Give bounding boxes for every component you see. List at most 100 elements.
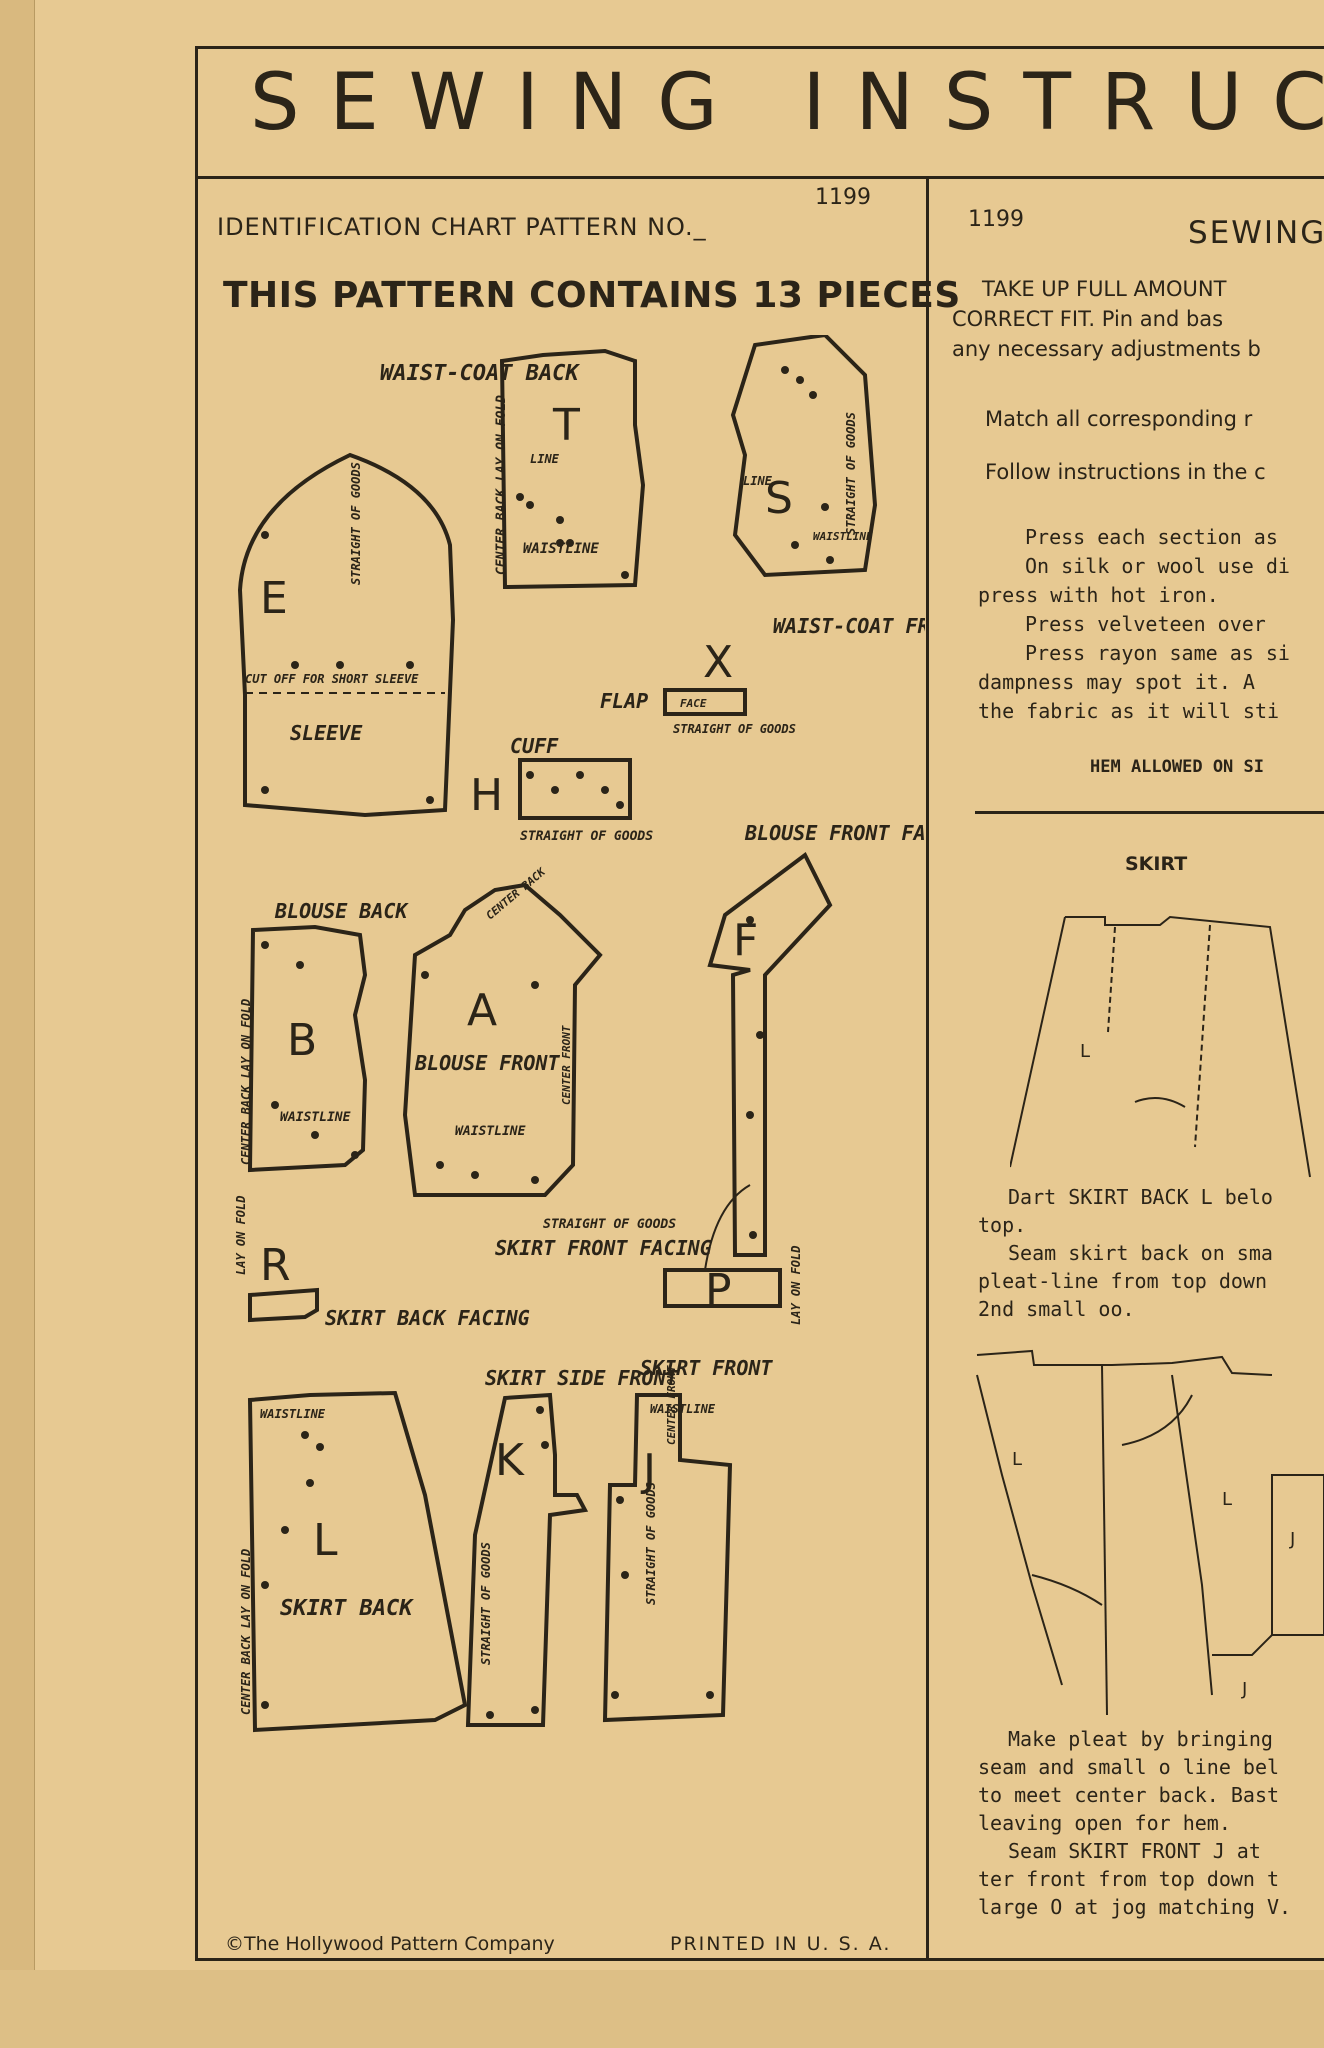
match-line: Match all corresponding r — [985, 407, 1253, 431]
piece-name: SLEEVE — [290, 721, 363, 745]
pleat-line: ter front from top down t — [978, 1867, 1280, 1891]
piece-name: CUFF — [510, 734, 559, 758]
skirt-section-heading: SKIRT — [1125, 853, 1188, 875]
dart-line: top. — [978, 1213, 1027, 1237]
piece-note: WAISTLINE — [280, 1110, 351, 1125]
sheet-bottom-edge — [0, 1970, 1324, 2048]
piece-f: F BLOUSE FRONT FACING — [704, 821, 925, 1271]
fig-label: L — [1222, 1489, 1232, 1510]
piece-letter: K — [495, 1435, 525, 1486]
piece-letter: F — [733, 915, 758, 966]
copyright-notice: ©The Hollywood Pattern Company — [225, 1933, 555, 1955]
piece-name: SKIRT BACK — [280, 1596, 414, 1621]
piece-letter: L — [313, 1515, 338, 1566]
pleat-line: Seam SKIRT FRONT J at — [1008, 1839, 1261, 1863]
intro-line: any necessary adjustments b — [952, 337, 1261, 361]
piece-l: L SKIRT BACK CENTER BACK LAY ON FOLD WAI… — [239, 1390, 468, 1733]
piece-note: WAISTLINE — [455, 1124, 526, 1139]
sewing-instructions-panel: 1199 SEWING TAKE UP FULL AMOUNT CORRECT … — [930, 185, 1324, 1945]
piece-name: BLOUSE FRONT — [414, 1051, 560, 1075]
piece-note: LAY ON FOLD — [789, 1246, 803, 1325]
hem-allowance-note: HEM ALLOWED ON SI — [1090, 757, 1264, 777]
piece-note: CUT OFF FOR SHORT SLEEVE — [245, 672, 419, 686]
piece-letter: P — [705, 1265, 732, 1316]
piece-r: R SKIRT BACK FACING LAY ON FOLD — [234, 1196, 530, 1330]
piece-note: CENTER BACK LAY ON FOLD — [494, 395, 509, 575]
press-line: dampness may spot it. A — [978, 670, 1255, 694]
piece-letter: B — [287, 1015, 317, 1066]
piece-note: WAISTLINE — [523, 541, 599, 557]
dart-line: Seam skirt back on sma — [1008, 1241, 1273, 1265]
piece-b: B BLOUSE BACK CENTER BACK LAY ON FOLD WA… — [239, 899, 409, 1173]
dart-line: 2nd small oo. — [978, 1297, 1135, 1321]
pleat-line: seam and small o line bel — [978, 1755, 1280, 1779]
piece-name: BLOUSE BACK — [274, 899, 409, 923]
press-line: Press velveteen over — [1025, 612, 1266, 636]
press-line: Press rayon same as si — [1025, 641, 1290, 665]
piece-note: WAISTLINE — [813, 530, 873, 543]
piece-name: SKIRT FRONT — [640, 1356, 773, 1380]
piece-note: CENTER BACK LAY ON FOLD — [239, 1549, 253, 1715]
piece-x: X FLAP FACE STRAIGHT OF GOODS — [600, 637, 796, 736]
piece-note: WAISTLINE — [650, 1402, 716, 1416]
piece-name: BLOUSE FRONT FACING — [744, 821, 925, 845]
piece-e: E SLEEVE STRAIGHT OF GOODS CUT OFF FOR S… — [237, 452, 456, 818]
piece-name: SKIRT FRONT FACING — [495, 1236, 712, 1260]
dart-line: pleat-line from top down — [978, 1269, 1267, 1293]
pleat-line: leaving open for hem. — [978, 1811, 1231, 1835]
press-line: On silk or wool use di — [1025, 554, 1290, 578]
identification-chart: 1199 IDENTIFICATION CHART PATTERN NO._ T… — [205, 185, 960, 1955]
follow-line: Follow instructions in the c — [985, 460, 1266, 484]
fig-label: L — [1080, 1041, 1090, 1062]
piece-k: K SKIRT SIDE FRONT STRAIGHT OF GOODS — [465, 1366, 679, 1727]
pattern-number-handwritten: 1199 — [815, 185, 871, 210]
piece-letter: T — [552, 400, 580, 451]
piece-name: WAIST-COAT FRONT — [773, 614, 925, 638]
piece-t: T WAIST-COAT BACK CENTER BACK LAY ON FOL… — [380, 348, 646, 590]
intro-line: TAKE UP FULL AMOUNT — [982, 277, 1227, 301]
section-divider — [975, 811, 1324, 814]
piece-name: SKIRT SIDE FRONT — [485, 1366, 679, 1390]
piece-note: CENTER BACK LAY ON FOLD — [239, 999, 253, 1165]
piece-note: STRAIGHT OF GOODS — [543, 1217, 676, 1232]
piece-h: H CUFF STRAIGHT OF GOODS — [470, 734, 653, 844]
piece-letter: X — [703, 637, 733, 688]
piece-note: LINE — [530, 452, 560, 466]
fig-label: J — [1241, 1679, 1247, 1700]
piece-letter: J — [640, 1445, 656, 1496]
piece-letter: H — [470, 770, 503, 821]
fig-label: J — [1289, 1529, 1295, 1550]
piece-letter: A — [467, 985, 497, 1036]
piece-letter: S — [765, 473, 793, 524]
piece-note: LAY ON FOLD — [234, 1196, 248, 1275]
instructions-pattern-number: 1199 — [968, 207, 1024, 232]
piece-name: FLAP — [600, 689, 648, 713]
skirt-pleat-figure: L L J J — [976, 1349, 1324, 1716]
piece-p: P SKIRT FRONT FACING LAY ON FOLD — [495, 1236, 803, 1325]
piece-note: STRAIGHT OF GOODS — [644, 1482, 658, 1605]
piece-note: STRAIGHT OF GOODS — [673, 722, 796, 736]
pleat-line: large O at jog matching V. — [978, 1895, 1292, 1919]
dart-line: Dart SKIRT BACK L belo — [1008, 1185, 1273, 1209]
piece-note: STRAIGHT OF GOODS — [479, 1542, 493, 1665]
piece-note: CENTER FRONT — [665, 1365, 678, 1445]
printed-in-usa: PRINTED IN U. S. A. — [670, 1933, 892, 1955]
piece-j: J SKIRT FRONT WAISTLINE CENTER FRONT STR… — [602, 1356, 773, 1723]
piece-name: WAIST-COAT BACK — [380, 361, 580, 386]
pleat-line: to meet center back. Bast — [978, 1783, 1280, 1807]
pleat-line: Make pleat by bringing — [1008, 1727, 1273, 1751]
sheet-left-edge — [0, 0, 35, 2048]
column-divider — [926, 178, 929, 1960]
intro-line: CORRECT FIT. Pin and bas — [952, 307, 1224, 331]
pieces-count-heading: THIS PATTERN CONTAINS 13 PIECES — [223, 275, 961, 316]
piece-note: FACE — [680, 697, 707, 710]
identification-chart-label: IDENTIFICATION CHART PATTERN NO._ — [217, 213, 707, 241]
instructions-heading: SEWING — [1188, 215, 1324, 251]
piece-note: STRAIGHT OF GOODS — [349, 462, 363, 585]
press-line: the fabric as it will sti — [978, 699, 1280, 723]
piece-letter: E — [260, 573, 288, 624]
piece-note: CENTER FRONT — [560, 1025, 573, 1105]
piece-s: S WAIST-COAT FRONT LINE STRAIGHT OF GOOD… — [730, 335, 925, 638]
piece-a: A BLOUSE FRONT CENTER BACK WAISTLINE CEN… — [402, 865, 676, 1232]
